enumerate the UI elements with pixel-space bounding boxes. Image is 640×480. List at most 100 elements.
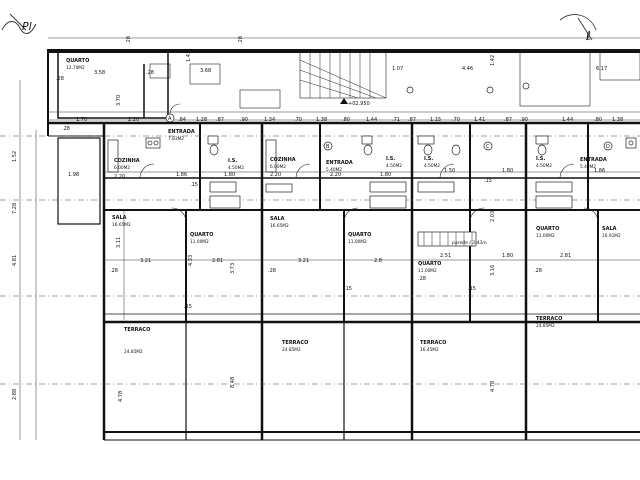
room-name: TERRACO	[536, 316, 562, 322]
dim-text: 3.21	[140, 258, 151, 264]
room-name: SALA	[112, 215, 127, 221]
room-area: 16.65M2	[112, 222, 131, 228]
room-name: SALA	[602, 226, 617, 232]
dim-text: .80	[594, 117, 602, 123]
dim-text: 1.50	[444, 168, 455, 174]
dim-text: 1.07	[392, 66, 403, 72]
dim-text: .70	[294, 117, 302, 123]
dim-text: 1.98	[68, 172, 79, 178]
room-area: 12.70M2	[66, 65, 85, 71]
dim-text: 3.16	[490, 265, 496, 276]
dim-text: 1.70	[76, 117, 87, 123]
room-name: ENTRADA	[168, 129, 195, 135]
room-area: 16.91M2	[602, 233, 621, 239]
dim-text: 2.8	[374, 258, 382, 264]
room-name: COZINHA	[270, 157, 296, 163]
dim-text: 1.52	[12, 151, 18, 162]
dim-text: .28	[418, 276, 426, 282]
dim-text: .90	[240, 117, 248, 123]
handwritten-marks	[1, 13, 597, 41]
room-name: QUARTO	[348, 232, 371, 238]
room-area: 24.85M2	[536, 323, 555, 329]
dim-text: 2.20	[128, 117, 139, 123]
room-area: 7.83M2	[168, 136, 184, 142]
dim-text: .71	[392, 117, 400, 123]
axis-lines	[0, 135, 640, 385]
room-area: 24.85M2	[124, 349, 143, 355]
room-name: SALA	[270, 216, 285, 222]
room-area: 4.50M2	[228, 165, 244, 171]
dim-text: .15	[344, 286, 352, 292]
room-area: 4.50M2	[424, 163, 440, 169]
dimension-texts: .28 3.58 .28 1.42 3.68 1.07 4.46 1.42 6.…	[12, 36, 623, 402]
fixtures	[107, 135, 637, 247]
dim-text: .28	[62, 126, 70, 132]
dim-text: .84	[178, 117, 186, 123]
dim-text: 1.86	[594, 168, 605, 174]
dim-text: 1.42	[490, 55, 496, 66]
dim-text: .28	[126, 36, 132, 44]
elevation-label: +02.950	[348, 101, 370, 107]
dim-text: 4.81	[12, 255, 18, 266]
dim-text: 6.17	[596, 66, 607, 72]
grid-marker-a: A	[168, 116, 172, 122]
room-area: 16.45M2	[420, 347, 439, 353]
dim-text: .28	[56, 76, 64, 82]
dim-text: .28	[238, 36, 244, 44]
room-name: COZINHA	[114, 158, 140, 164]
dim-text: .28	[268, 268, 276, 274]
room-labels: QUARTO 12.70M2 ENTRADA 7.83M2 COZINHA 6.…	[66, 58, 621, 355]
dim-text: .28	[534, 268, 542, 274]
dim-text: .28	[146, 70, 154, 76]
room-area: 4.50M2	[536, 163, 552, 169]
grid-marker-c: C	[486, 144, 490, 150]
dim-text: .87	[216, 117, 224, 123]
dim-text: .90	[520, 117, 528, 123]
dim-text: 3.21	[298, 258, 309, 264]
dim-text: 4.78	[490, 381, 496, 392]
room-name: TERRACO	[124, 327, 150, 333]
dim-text: 4.46	[462, 66, 473, 72]
room-area: 5.40M2	[580, 164, 596, 170]
dim-text: 3.58	[94, 70, 105, 76]
dim-text: 3.73	[230, 263, 236, 274]
dim-text: 4.33	[188, 255, 194, 266]
dim-text: .15	[190, 182, 198, 188]
dim-text: 2.88	[12, 389, 18, 400]
dim-text: 7.28	[12, 203, 18, 214]
door-swings	[139, 103, 599, 223]
dim-text: 2.81	[560, 253, 571, 259]
handwritten-mark: ℓ	[585, 29, 591, 43]
room-area: 5.40M2	[326, 167, 342, 173]
dim-text: 1.34	[264, 117, 275, 123]
dim-text: 1.80	[502, 168, 513, 174]
dim-text: 2.20	[330, 172, 341, 178]
room-name: ENTRADA	[580, 157, 607, 163]
dim-text: .87	[504, 117, 512, 123]
room-name: I.S.	[386, 156, 395, 162]
room-name: QUARTO	[536, 226, 559, 232]
dim-text: 1.15	[430, 117, 441, 123]
dim-text: 1.28	[196, 117, 207, 123]
room-area: 11.00M2	[536, 233, 555, 239]
dim-text: 2.20	[114, 174, 125, 180]
dim-text: .87	[408, 117, 416, 123]
dim-text: 1.44	[562, 117, 573, 123]
dim-text: 3.70	[116, 95, 122, 106]
dim-text: 2.03	[490, 211, 496, 222]
room-area: 24.85M2	[282, 347, 301, 353]
dim-text: 2.81	[212, 258, 223, 264]
grid-marker-b: B	[326, 144, 330, 150]
room-area: 4.50M2	[386, 163, 402, 169]
room-name: QUARTO	[66, 58, 89, 64]
dim-text: 1.41	[474, 117, 485, 123]
dim-text: 1.80	[502, 253, 513, 259]
dim-text: .15	[468, 286, 476, 292]
grid-marker-d: D	[606, 144, 610, 150]
room-area: 11.00M2	[418, 268, 437, 274]
dim-text: 1.38	[612, 117, 623, 123]
handwritten-note: parede / 3.43m	[451, 240, 487, 246]
dim-text: 2.51	[440, 253, 451, 259]
dim-text: .80	[342, 117, 350, 123]
